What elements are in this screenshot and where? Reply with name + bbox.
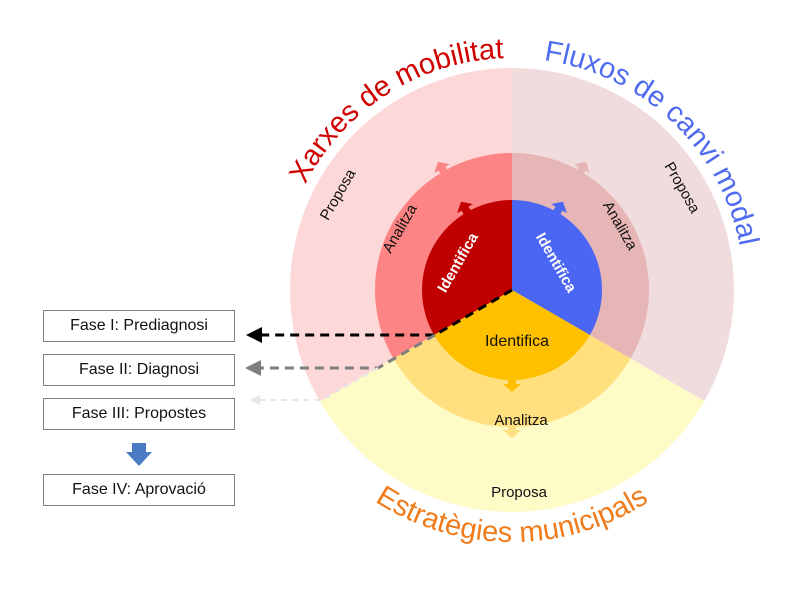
yellow-mid-arrow-icon bbox=[503, 424, 521, 438]
down-arrow-icon bbox=[126, 443, 152, 466]
connector-propostes bbox=[250, 367, 379, 405]
red-inner-sector bbox=[422, 200, 512, 335]
yellow-inner-sector bbox=[434, 290, 590, 380]
yellow-inner-arrow-icon bbox=[503, 378, 521, 392]
blue-inner-sector bbox=[512, 200, 602, 335]
phase-propostes: Fase III: Propostes bbox=[43, 398, 235, 430]
red-inner-arrow-icon bbox=[457, 201, 473, 216]
connector-prediagnosi bbox=[246, 288, 513, 343]
phase-prediagnosi: Fase I: Prediagnosi bbox=[43, 310, 235, 342]
red-mid-arrow-icon bbox=[434, 161, 450, 176]
phase-diagnosi: Fase II: Diagnosi bbox=[43, 354, 235, 386]
yellow-identify-label: Identifica bbox=[485, 333, 549, 350]
phase-aprovacio: Fase IV: Aprovació bbox=[43, 474, 235, 506]
blue-inner-arrow-icon bbox=[551, 201, 567, 216]
yellow-propose-label: Proposa bbox=[491, 484, 548, 501]
blue-mid-arrow-icon bbox=[574, 161, 590, 176]
yellow-analyze-label: Analitza bbox=[494, 412, 548, 429]
